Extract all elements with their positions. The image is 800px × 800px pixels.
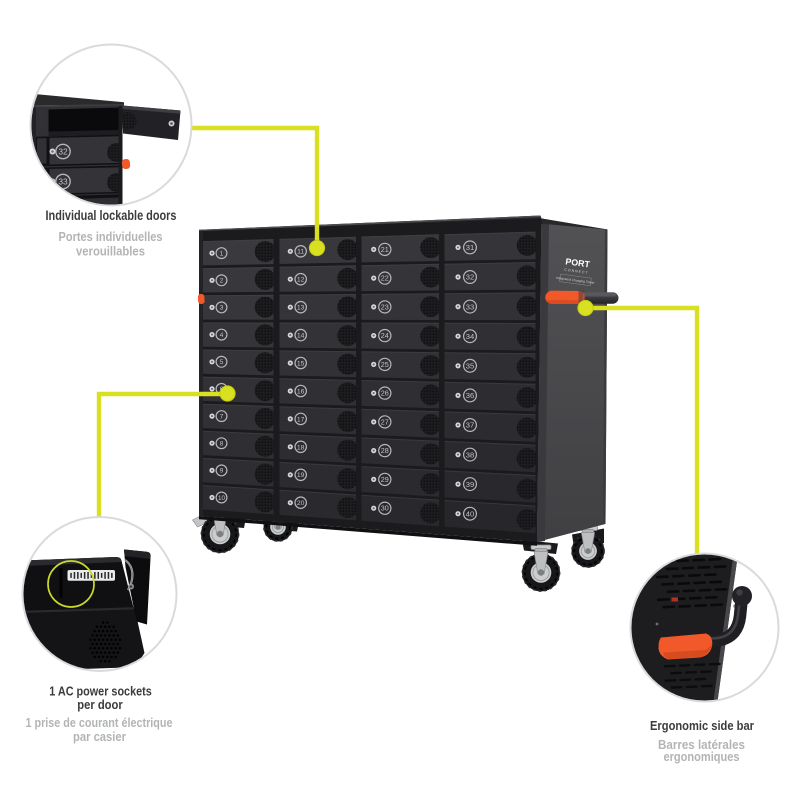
svg-text:33: 33 — [466, 302, 474, 311]
svg-text:1 prise de courant électrique: 1 prise de courant électrique — [26, 715, 173, 730]
svg-text:23: 23 — [381, 303, 389, 312]
svg-text:36: 36 — [466, 391, 474, 400]
svg-text:1: 1 — [220, 250, 224, 257]
svg-text:15: 15 — [297, 361, 305, 368]
svg-text:32: 32 — [58, 147, 68, 157]
svg-text:20: 20 — [297, 500, 305, 507]
svg-text:13: 13 — [297, 305, 305, 312]
svg-text:5: 5 — [220, 359, 224, 366]
svg-text:10: 10 — [218, 495, 226, 502]
svg-text:16: 16 — [297, 388, 305, 395]
svg-text:33: 33 — [58, 177, 68, 187]
svg-text:Integrated Charging Tower: Integrated Charging Tower — [556, 276, 596, 285]
svg-text:12: 12 — [297, 277, 305, 284]
svg-text:21: 21 — [381, 245, 389, 254]
svg-text:per door: per door — [77, 697, 123, 712]
svg-text:37: 37 — [466, 421, 474, 430]
svg-text:par casier: par casier — [73, 729, 126, 744]
svg-text:Portes individuelles: Portes individuelles — [59, 229, 163, 244]
svg-text:ergonomiques: ergonomiques — [664, 749, 740, 764]
svg-text:7: 7 — [220, 413, 224, 420]
svg-text:38: 38 — [466, 450, 474, 459]
svg-text:PORT: PORT — [565, 256, 591, 269]
svg-text:Barres latérales: Barres latérales — [658, 737, 745, 752]
svg-text:39: 39 — [466, 480, 474, 489]
svg-text:11: 11 — [297, 249, 304, 256]
svg-text:35: 35 — [466, 362, 474, 371]
svg-text:30: 30 — [381, 504, 389, 513]
svg-text:Ergonomic side bar: Ergonomic side bar — [650, 718, 754, 733]
svg-text:8: 8 — [220, 441, 224, 448]
svg-text:28: 28 — [381, 446, 389, 455]
svg-text:34: 34 — [466, 332, 474, 341]
svg-text:25: 25 — [381, 360, 389, 369]
svg-text:26: 26 — [381, 389, 389, 398]
svg-text:14: 14 — [297, 333, 305, 340]
svg-text:40: 40 — [466, 510, 474, 519]
svg-text:29: 29 — [381, 475, 389, 484]
svg-text:3: 3 — [220, 305, 224, 312]
svg-text:4: 4 — [220, 332, 224, 339]
svg-text:19: 19 — [297, 472, 305, 479]
svg-text:18: 18 — [297, 444, 305, 451]
svg-text:24: 24 — [381, 331, 389, 340]
svg-text:32: 32 — [466, 273, 474, 282]
svg-text:9: 9 — [220, 468, 224, 475]
svg-text:17: 17 — [297, 416, 305, 423]
svg-text:31: 31 — [466, 243, 474, 252]
svg-text:27: 27 — [381, 418, 389, 427]
svg-text:CONNECT: CONNECT — [564, 268, 589, 275]
svg-text:Individual lockable doors: Individual lockable doors — [46, 207, 177, 223]
svg-text:verouillables: verouillables — [76, 244, 145, 259]
svg-text:1 AC power sockets: 1 AC power sockets — [49, 684, 152, 699]
svg-text:22: 22 — [381, 274, 389, 283]
svg-text:2: 2 — [220, 278, 224, 285]
